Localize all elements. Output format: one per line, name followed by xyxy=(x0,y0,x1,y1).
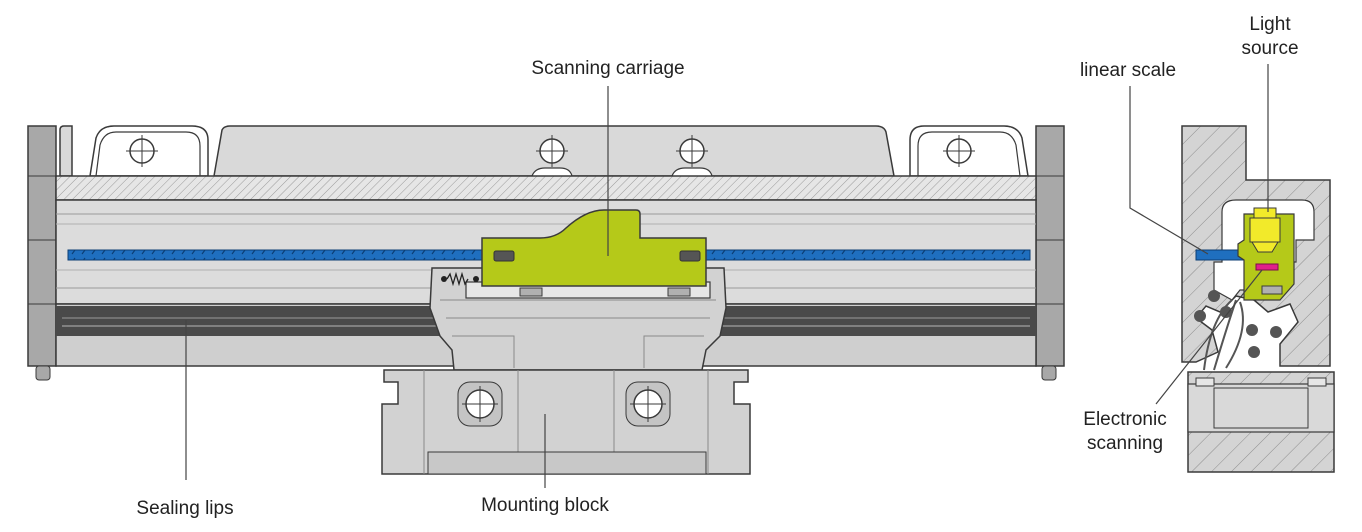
mounting-hole-icon xyxy=(671,135,713,177)
label-light-source-line1: Light xyxy=(1249,14,1291,35)
mounting-hole-icon xyxy=(126,135,158,167)
mounting-hole-icon xyxy=(625,381,671,427)
cables xyxy=(1194,290,1282,371)
mounting-hole-icon xyxy=(457,381,503,427)
leader-lines xyxy=(185,86,609,488)
spring-icon xyxy=(441,271,479,287)
label-linear-scale: linear scale xyxy=(1079,60,1177,81)
label-scanning-carriage: Scanning carriage xyxy=(531,58,685,79)
mounting-hole-icon xyxy=(943,135,975,167)
top-mounting-plate xyxy=(59,125,1029,177)
label-light-source: Light source xyxy=(1225,13,1315,61)
end-cap-right xyxy=(1035,125,1065,381)
main-side-view xyxy=(27,86,1065,488)
scanning-carriage xyxy=(481,209,707,287)
electronic-scanning-chip xyxy=(1255,263,1279,271)
mounting-block xyxy=(381,267,751,475)
cross-section-view xyxy=(1129,64,1335,473)
label-electronic-scanning: Electronic scanning xyxy=(1070,408,1180,456)
label-mounting-block: Mounting block xyxy=(481,495,609,516)
label-electronic-scanning-line2: scanning xyxy=(1086,433,1164,454)
label-light-source-line2: source xyxy=(1241,38,1299,59)
light-source-icon xyxy=(1249,207,1281,253)
label-electronic-scanning-line1: Electronic xyxy=(1083,409,1167,430)
mounting-hole-icon xyxy=(531,135,573,177)
label-sealing-lips: Sealing lips xyxy=(136,498,234,519)
end-cap-left xyxy=(27,125,57,381)
cross-section-mounting-block xyxy=(1187,371,1335,473)
cross-section-leaders xyxy=(1129,64,1269,405)
